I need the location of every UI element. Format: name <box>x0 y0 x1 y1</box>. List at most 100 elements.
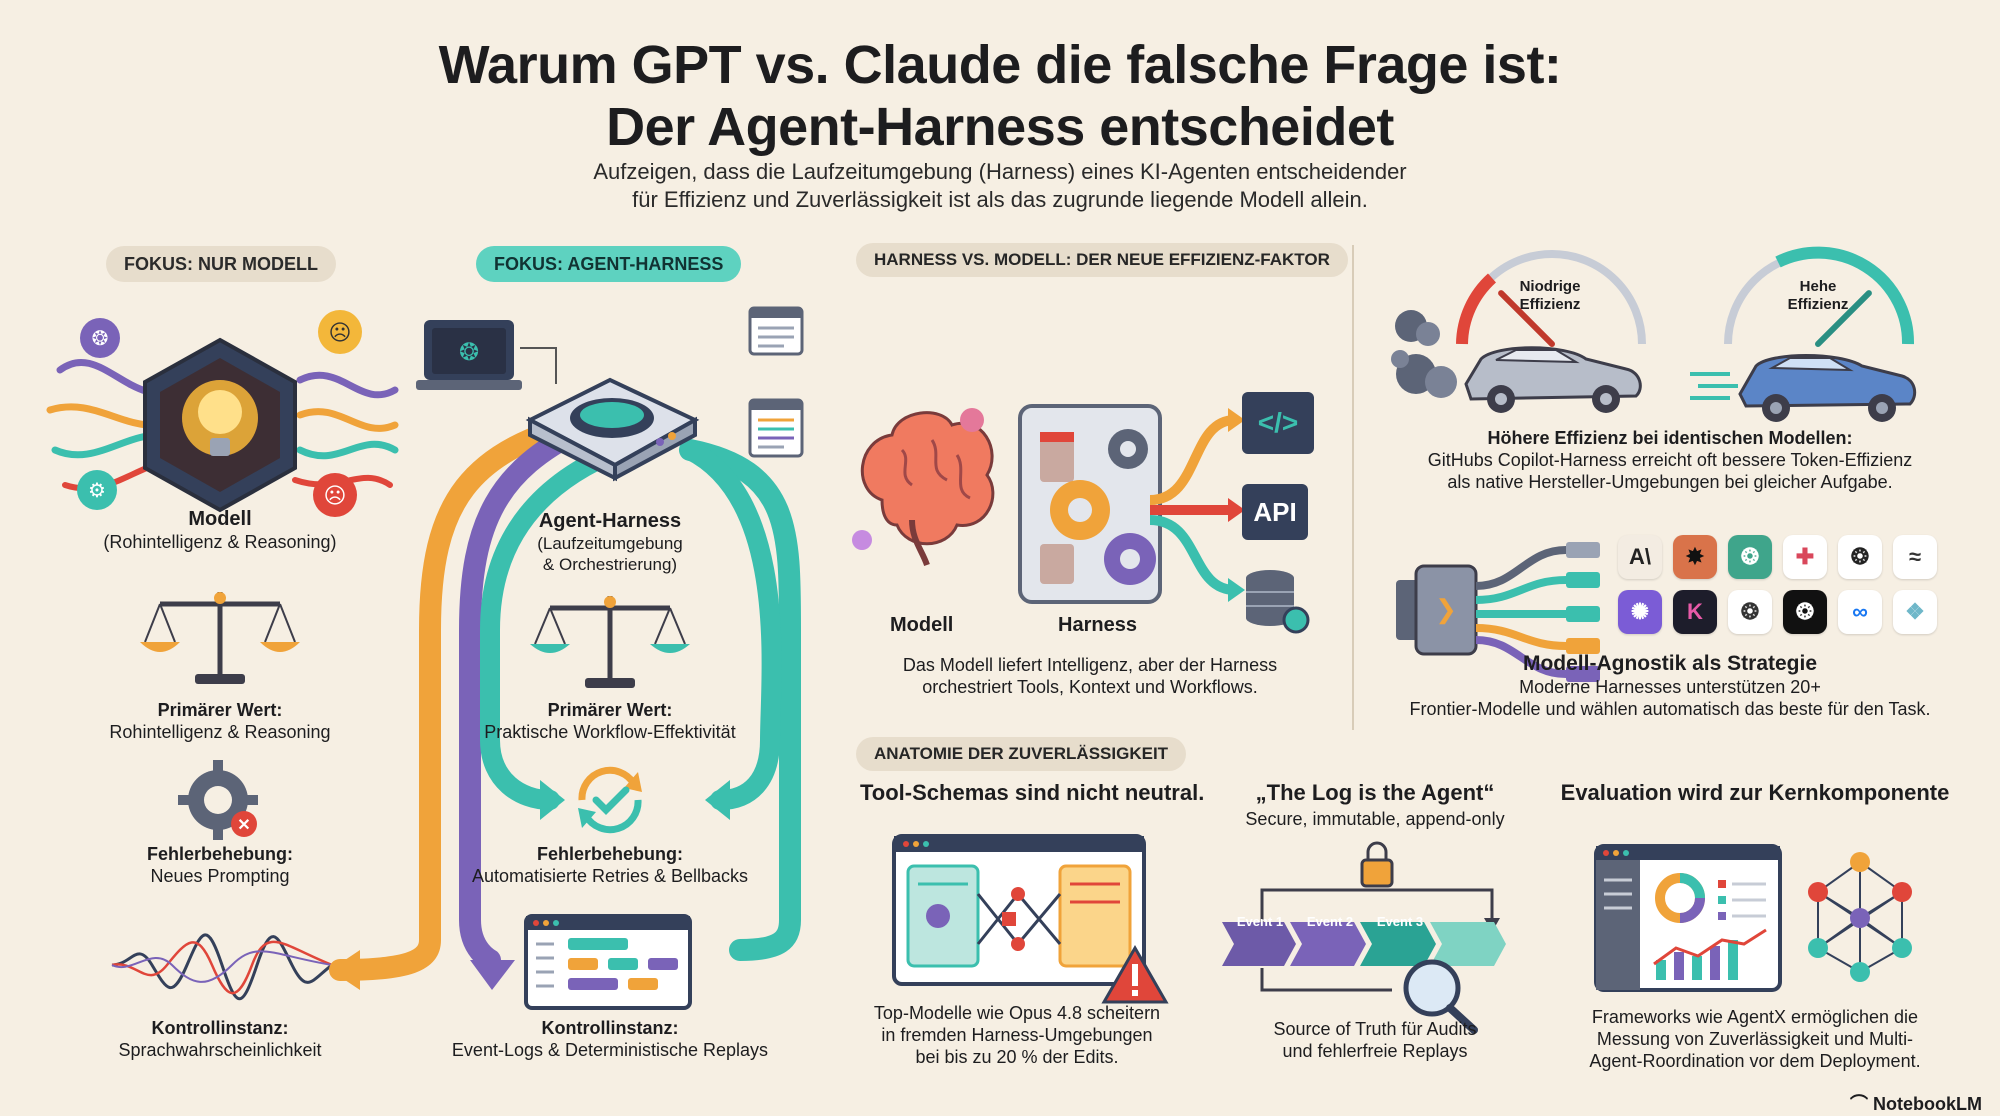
waveform-icon <box>111 933 333 1001</box>
pill-focus-harness: FOKUS: AGENT-HARNESS <box>476 246 742 282</box>
middle-control-text: Event-Logs & Deterministische Replays <box>451 1040 769 1060</box>
event-label-2: Event 2 <box>1306 914 1354 929</box>
efficiency-caption: Das Modell liefert Intelligenz, aber der… <box>880 654 1300 698</box>
middle-harness-sub-2: & Orchestrierung) <box>542 555 678 574</box>
svg-text:✕: ✕ <box>237 817 250 834</box>
reliability-col2-subtitle: Secure, immutable, append-only <box>1245 809 1505 829</box>
reliability-col2-text-2: und fehlerfreie Replays <box>1282 1041 1468 1061</box>
model-hexagon-icon: ❂ ⚙ ☹ ☹ <box>46 310 399 517</box>
reliability-col2-title: „The Log is the Agent“ <box>1255 780 1495 805</box>
svg-text:❂: ❂ <box>459 339 479 366</box>
left-control-text: Sprachwahrscheinlichkeit <box>118 1040 322 1060</box>
tool-arrows <box>1149 408 1245 602</box>
model-logo-tile-7: ✺ <box>1618 590 1662 634</box>
code-icon: </> <box>1242 392 1314 454</box>
model-logo-tile-9: ❂ <box>1728 590 1772 634</box>
left-control-block: Kontrollinstanz: Sprachwahrscheinlichkei… <box>60 1018 380 1061</box>
model-logo-tile-4: ✚ <box>1783 535 1827 579</box>
laptop-icon: ❂ <box>416 320 522 390</box>
pill-focus-model: FOKUS: NUR MODELL <box>106 246 336 282</box>
efficiency-caption-2: orchestriert Tools, Kontext und Workflow… <box>922 677 1258 697</box>
gauge-low-label-1: Niodrige <box>1519 278 1581 295</box>
middle-control-block: Kontrollinstanz: Event-Logs & Determinis… <box>430 1018 790 1061</box>
left-value-text: Rohintelligenz & Reasoning <box>109 722 331 742</box>
notebooklm-logo-icon: ⌒ <box>1850 1094 1868 1114</box>
scale-icon <box>140 592 300 684</box>
middle-control-title: Kontrollinstanz: <box>541 1018 679 1038</box>
gauge-high-efficiency <box>1724 246 1915 347</box>
model-logo-tile-11: ∞ <box>1838 590 1882 634</box>
car-blue-fast-icon <box>1690 354 1917 422</box>
api-icon: API <box>1242 484 1308 540</box>
efficiency-caption-1: Das Modell liefert Intelligenz, aber der… <box>902 655 1278 675</box>
reliability-col1-text-3: bei bis zu 20 % der Edits. <box>915 1047 1119 1067</box>
efficiency-info-text-2: als native Hersteller-Umgebungen bei gle… <box>1447 472 1893 492</box>
left-model-block: Modell (Rohintelligenz & Reasoning) <box>60 508 380 553</box>
reliability-col3-text-2: Messung von Zuverlässigkeit und Multi- <box>1596 1029 1914 1049</box>
retry-check-icon <box>578 766 642 834</box>
reliability-col1-title: Tool-Schemas sind nicht neutral. <box>860 780 1205 805</box>
middle-value-title: Primärer Wert: <box>547 700 673 720</box>
gauge-low-label-2: Effizienz <box>1519 296 1581 313</box>
notebooklm-brand: ⌒ NotebookLM <box>1850 1090 1982 1116</box>
model-logo-tile-10: ❂ <box>1783 590 1827 634</box>
left-control-title: Kontrollinstanz: <box>151 1018 289 1038</box>
reliability-col3-text-3: Agent-Roordination vor dem Deployment. <box>1589 1051 1921 1071</box>
reliability-col1-text-1: Top-Modelle wie Opus 4.8 scheitern <box>873 1003 1161 1023</box>
model-logo-tile-5: ❂ <box>1838 535 1882 579</box>
svg-text:☹: ☹ <box>324 483 347 508</box>
middle-error-block: Fehlerbehebung: Automatisierte Retries &… <box>430 844 790 887</box>
reliability-col2-text-1: Source of Truth für Audits <box>1273 1019 1477 1039</box>
middle-value-text: Praktische Workflow-Effektivität <box>484 722 736 742</box>
middle-value-block: Primärer Wert: Praktische Workflow-Effek… <box>430 700 790 743</box>
left-value-block: Primärer Wert: Rohintelligenz & Reasonin… <box>60 700 380 743</box>
model-logo-tile-2: ✸ <box>1673 535 1717 579</box>
efficiency-model-label: Modell <box>890 614 954 636</box>
notebooklm-brand-label: NotebookLM <box>1873 1094 1982 1114</box>
svg-text:❂: ❂ <box>92 328 109 350</box>
left-value-title: Primärer Wert: <box>157 700 283 720</box>
efficiency-info-text-1: GitHubs Copilot-Harness erreicht oft bes… <box>1427 450 1913 470</box>
database-search-icon <box>1246 570 1310 634</box>
left-model-title: Modell <box>188 508 252 530</box>
efficiency-info: Höhere Effizienz bei identischen Modelle… <box>1390 428 1950 493</box>
gauge-low-efficiency <box>1456 250 1646 347</box>
title-line-1: Warum GPT vs. Claude die falsche Frage i… <box>438 35 1562 95</box>
model-logo-tile-12: ❖ <box>1893 590 1937 634</box>
subtitle-line-1: Aufzeigen, dass die Laufzeitumgebung (Ha… <box>593 159 1407 184</box>
model-logo-tile-6: ≈ <box>1893 535 1937 579</box>
gear-error-icon: ✕ <box>178 760 258 840</box>
middle-harness-title: Agent-Harness <box>538 510 682 532</box>
gauge-low-label: Niodrige Effizienz <box>1500 278 1600 314</box>
flow-paths <box>329 409 801 990</box>
middle-harness-sub-1: (Laufzeitumgebung <box>537 534 683 553</box>
network-graph-icon <box>1808 852 1912 982</box>
page-subtitle: Aufzeigen, dass die Laufzeitumgebung (Ha… <box>0 158 2000 214</box>
model-logo-tile-3: ❂ <box>1728 535 1772 579</box>
reliability-col1-text-2: in fremden Harness-Umgebungen <box>881 1025 1153 1045</box>
left-error-text: Neues Prompting <box>150 866 290 886</box>
reliability-col3-text: Frameworks wie AgentX ermöglichen die Me… <box>1560 1006 1950 1072</box>
svg-text:⚙: ⚙ <box>88 480 106 502</box>
subtitle-line-2: für Effizienz und Zuverlässigkeit ist al… <box>632 187 1368 212</box>
agnostic-text-1: Moderne Harnesses unterstützen 20+ <box>1519 677 1821 697</box>
reliability-col3-title: Evaluation wird zur Kernkomponente <box>1560 780 1950 805</box>
svg-text:❯: ❯ <box>1435 594 1457 625</box>
middle-error-text: Automatisierte Retries & Bellbacks <box>471 866 749 886</box>
balanced-scale-icon <box>530 596 690 688</box>
car-grey-smoke-icon <box>1391 310 1642 413</box>
event-chain-diagram <box>1222 841 1506 1034</box>
left-error-title: Fehlerbehebung: <box>146 844 293 864</box>
gauge-high-label-2: Effizienz <box>1787 296 1849 313</box>
agnostic-title: Modell-Agnostik als Strategie <box>1522 652 1818 675</box>
pill-efficiency-factor: HARNESS VS. MODELL: DER NEUE EFFIZIENZ-F… <box>856 243 1348 277</box>
connector-line <box>520 347 557 384</box>
left-model-subtitle: (Rohintelligenz & Reasoning) <box>103 532 337 552</box>
tool-schema-window-icon <box>892 834 1146 986</box>
middle-error-title: Fehlerbehebung: <box>536 844 683 864</box>
divider-vertical <box>1352 245 1354 730</box>
agnostic-info: Modell-Agnostik als Strategie Moderne Ha… <box>1390 652 1950 720</box>
brain-icon <box>852 408 995 567</box>
dashboard-icon <box>1594 844 1782 992</box>
efficiency-harness-label: Harness <box>1058 614 1137 636</box>
